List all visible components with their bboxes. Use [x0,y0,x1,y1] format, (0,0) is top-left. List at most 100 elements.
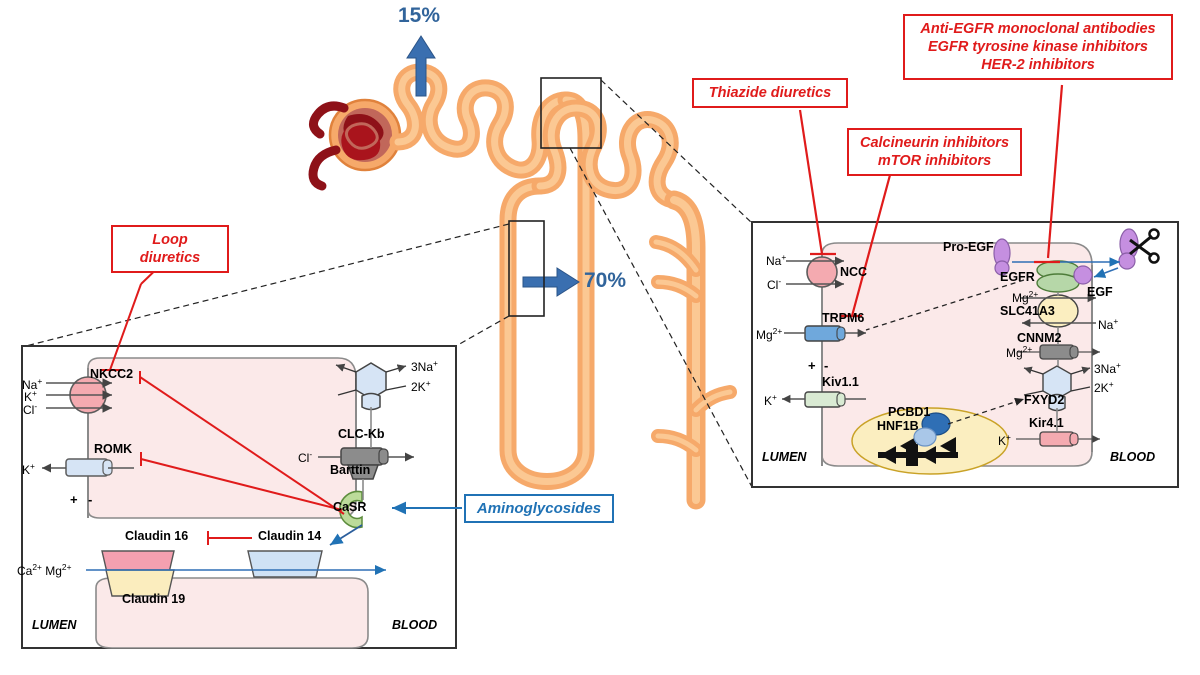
dct-lumen-label: LUMEN [762,450,807,464]
tal-k2-label: K+ [22,461,35,477]
dct-plus-sign: + [808,358,816,373]
romk-label: ROMK [94,442,133,456]
egfr-line-2: EGFR tyrosine kinase inhibitors [928,39,1148,56]
kiv11-channel [782,391,866,408]
dct-mg2-label: Mg2+ [1012,289,1039,305]
romk-channel [42,458,134,477]
kiv11-label: Kiv1.1 [822,375,859,389]
tal-reabsorption-arrow [406,35,436,97]
trpm6-channel [784,325,866,342]
dct-leader-bottom [569,147,753,488]
aminoglycosides-box[interactable]: Aminoglycosides [464,494,614,523]
tal-percent-label: 15% [398,4,441,27]
thiazide-diuretics-box[interactable]: Thiazide diuretics [692,78,848,109]
nucleus-fxyd2-dashed [947,397,1025,425]
pcbd1-label: PCBD1 [888,405,931,419]
nephron-illustration [308,63,737,510]
egfr-label: EGFR [1000,270,1035,284]
fxyd2-label: FXYD2 [1024,393,1065,407]
dct-inhibition-lines [798,84,1064,318]
casr-receptor [339,490,363,529]
egfr-line-3: HER-2 inhibitors [981,57,1095,74]
tal-3na-label: 3Na+ [411,358,438,374]
claudin14-trapezoid [247,550,323,578]
egf-binding-arrow [1093,267,1119,278]
tal-blood-label: BLOOD [392,618,438,632]
kir41-channel [1016,431,1100,447]
dct-blood-label: BLOOD [1110,450,1156,464]
clckb-barttin-channel [318,447,414,480]
tal-basolateral-stem [362,407,372,500]
egfr-receptor [1036,260,1093,293]
tal-minus-sign: - [88,492,93,507]
dna-icon [878,437,958,466]
slc41a3-transporter [1020,293,1096,328]
glomerulus-icon [308,98,402,191]
dct-na2-label: Na+ [1098,316,1119,332]
tal-zoom-rect [508,220,545,317]
egf-label: EGF [1087,285,1113,299]
dct-k-label: K+ [764,392,777,408]
calcineurin-mtor-box[interactable]: Calcineurin inhibitors mTOR inhibitors [847,128,1022,177]
dct-reabsorption-arrow [522,267,580,297]
nkcc2-transporter [46,376,112,414]
dct-cl-label: Cl- [767,276,782,292]
tal-cl2-label: Cl- [298,449,313,465]
dct-3na-label: 3Na+ [1094,360,1121,376]
dct-k2-label: K+ [998,432,1011,448]
calcineurin-line-1: Calcineurin inhibitors [859,135,1010,151]
dct-mg-label: Mg2+ [756,326,783,342]
ncc-label: NCC [840,265,868,279]
tal-2k-label: 2K+ [411,378,431,394]
aminoglycoside-arrows [329,501,462,546]
dct-minus-sign: - [824,358,829,373]
tal-plus-sign: + [70,492,78,507]
kir41-label: Kir4.1 [1029,416,1064,430]
clckb-label: CLC-Kb [338,427,385,441]
claudin19-label: Claudin 19 [122,592,186,606]
claudin16-label: Claudin 16 [125,529,189,543]
egfr-her2-box[interactable]: Anti-EGFR monoclonal antibodies EGFR tyr… [903,14,1173,81]
nkcc2-label: NKCC2 [90,367,134,381]
tal-leader-top [21,223,510,348]
tal-leader-bottom [455,315,510,347]
dct-zoom-rect [540,77,602,149]
egfr-trpm6-dashed [865,279,1025,331]
dct-mg3-label: Mg2+ [1006,344,1033,360]
ncc-transporter [786,256,844,289]
hnf1b-label: HNF1B [877,419,919,433]
dct-basolateral-stem [1056,292,1059,432]
tal-na-label: Na+ [22,376,43,392]
slc41a3-label: SLC41A3 [1000,304,1055,318]
tal-cl-label: Cl- [23,401,38,417]
loop-diuretics-line-1: Loop diuretics [139,232,201,267]
proegf-label: Pro-EGF [943,240,994,254]
dct-2k-label: 2K+ [1094,379,1114,395]
egf-bound-blob [1073,265,1093,285]
calcineurin-line-2: mTOR inhibitors [877,153,992,170]
casr-label: CaSR [333,500,367,514]
thiazide-diuretics-line-1: Thiazide diuretics [708,85,832,101]
barttin-label: Barttin [330,463,371,477]
tal-inhibition-lines [100,283,345,545]
hnf1b-blob [913,427,937,447]
trpm6-label: TRPM6 [822,311,865,325]
dct-na-label: Na+ [766,252,787,268]
scissors-icon [1129,228,1160,264]
claudin14-label: Claudin 14 [258,529,322,543]
cnnm2-channel [1018,344,1100,360]
na-k-atpase-dct [1023,365,1091,412]
tal-lumen-label: LUMEN [32,618,77,632]
na-k-atpase-tal [335,362,407,411]
nucleus [851,407,1009,475]
dct-percent-label: 70% [584,269,627,292]
loop-diuretics-box[interactable]: Loop diuretics [111,225,229,274]
tal-k-label: K+ [24,388,37,404]
cnnm2-label: CNNM2 [1017,331,1062,345]
egfr-line-1: Anti-EGFR monoclonal antibodies [920,21,1156,37]
proegf-blob [993,238,1011,276]
aminoglycosides-line-1: Aminoglycosides [476,500,602,517]
dct-leader-top [600,79,753,224]
